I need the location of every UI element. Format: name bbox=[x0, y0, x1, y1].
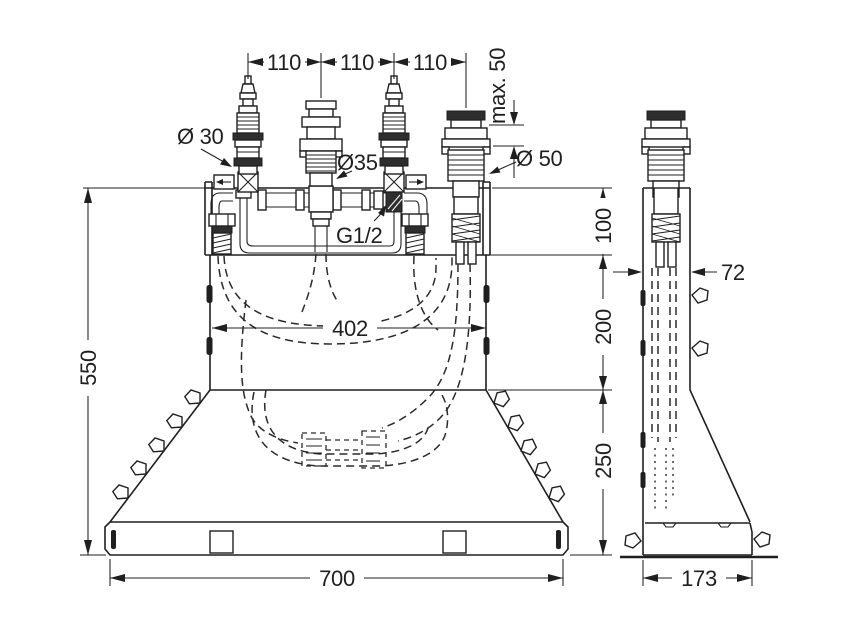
dim-110-1: 110 bbox=[267, 50, 301, 75]
base-cutout bbox=[209, 530, 234, 554]
slot-mark bbox=[483, 337, 490, 355]
side-hidden-hoses bbox=[651, 268, 677, 512]
body-mid-section bbox=[206, 255, 490, 391]
dim-110-3: 110 bbox=[413, 50, 447, 75]
manifold-piping bbox=[208, 185, 429, 255]
side-view bbox=[620, 110, 778, 559]
dim-inner-width: 402 bbox=[212, 316, 486, 341]
mounting-clip bbox=[544, 482, 568, 506]
dim-max-depth: max. 50 bbox=[485, 48, 524, 178]
mounting-clip bbox=[489, 387, 513, 411]
valve-seat-cross-left bbox=[237, 171, 259, 193]
mounting-clip bbox=[530, 458, 554, 482]
valve-handle-right bbox=[378, 75, 410, 175]
base-plate bbox=[80, 521, 569, 556]
dim-402: 402 bbox=[332, 316, 368, 341]
mounting-clip bbox=[624, 532, 642, 549]
dim-top-spacing: 110 110 110 bbox=[247, 50, 467, 108]
front-view bbox=[80, 75, 569, 556]
valve-seats bbox=[213, 171, 427, 193]
callout-d30: Ø 30 bbox=[177, 124, 224, 149]
dim-side-depth: 173 bbox=[642, 560, 753, 591]
mounting-clip bbox=[164, 410, 188, 434]
callout-d35: Ø35 bbox=[337, 150, 378, 175]
dim-column-width: 72 bbox=[613, 260, 745, 285]
dim-100: 100 bbox=[591, 208, 616, 244]
slot-mark bbox=[483, 285, 490, 303]
dim-700: 700 bbox=[319, 566, 355, 591]
callouts: Ø 30 Ø35 Ø 50 G1/2 bbox=[177, 124, 563, 248]
valve-spout bbox=[299, 100, 343, 187]
dim-550: 550 bbox=[76, 350, 101, 386]
dim-base-width: 700 bbox=[109, 559, 564, 591]
dim-250: 250 bbox=[591, 443, 616, 479]
side-valve bbox=[641, 110, 691, 268]
hidden-hoses bbox=[217, 253, 472, 467]
mounting-clip bbox=[503, 411, 527, 435]
base-cutout bbox=[442, 530, 467, 554]
slot-mark bbox=[206, 337, 213, 355]
callout-d50: Ø 50 bbox=[516, 146, 563, 171]
mounting-clip bbox=[110, 481, 134, 505]
valve-seat-cross-right bbox=[383, 171, 405, 193]
dim-173: 173 bbox=[681, 566, 717, 591]
valve-diverter bbox=[441, 110, 491, 265]
slot-mark bbox=[640, 432, 646, 448]
slot-mark bbox=[640, 290, 646, 306]
dim-200: 200 bbox=[591, 309, 616, 345]
dim-total-height: 550 bbox=[76, 187, 205, 555]
slot-mark bbox=[111, 530, 116, 549]
dim-max50: max. 50 bbox=[485, 48, 510, 124]
slot-mark bbox=[206, 285, 213, 303]
dim-72: 72 bbox=[721, 260, 745, 285]
valve-handle-left bbox=[232, 75, 264, 175]
callout-g12: G1/2 bbox=[336, 223, 383, 248]
mounting-clip bbox=[146, 434, 170, 458]
body-skirt bbox=[109, 386, 568, 523]
slot-mark bbox=[640, 340, 646, 356]
hose-coupling bbox=[301, 430, 387, 469]
mounting-clip bbox=[516, 435, 540, 459]
dim-height-segments: 100 200 250 bbox=[488, 187, 616, 556]
mounting-clip bbox=[128, 457, 152, 481]
slot-mark bbox=[556, 530, 561, 549]
mounting-clip bbox=[691, 340, 709, 357]
dim-110-2: 110 bbox=[340, 50, 374, 75]
mounting-clip bbox=[753, 531, 771, 548]
side-base bbox=[620, 520, 778, 559]
dimensions: 110 110 110 max. 50 550 100 200 250 bbox=[76, 48, 753, 591]
mounting-clip bbox=[182, 386, 206, 410]
slot-mark bbox=[640, 472, 646, 488]
mounting-clip bbox=[691, 287, 709, 304]
